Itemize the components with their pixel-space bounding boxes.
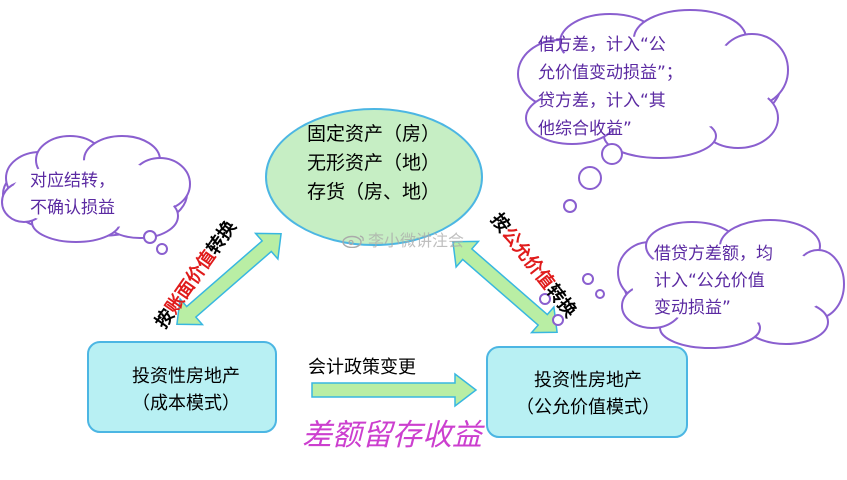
right-bubble-text: 借贷方差额，均 计入“公允价值 变动损益” [654,241,773,322]
left-box [87,341,277,433]
weibo-icon [342,235,364,248]
center-ellipse [265,108,483,246]
right-bubble-line-3: 变动损益” [654,298,731,318]
watermark: 李小微讲注会 [342,227,464,251]
top-right-thought-bubble [517,9,789,213]
center-node-text: 固定资产（房） 无形资产（地） 存货（房、地） [307,120,440,207]
policy-arrow [311,372,478,408]
right-thought-bubble [539,219,845,349]
right-node-text: 投资性房地产 （公允价值模式） [491,367,685,421]
top-right-bubble-text: 借方差，计入“公 允价值变动损益”； 贷方差，计入“其 他综合收益” [538,31,683,143]
left-bubble-line-2: 不确认损益 [30,198,115,218]
left-bubble-line-1: 对应结转， [30,171,115,191]
right-double-arrow [452,240,558,334]
right-bubble-line-1: 借贷方差额，均 [654,244,773,264]
top-right-bubble-line-1: 借方差，计入“公 [538,35,666,55]
center-line-3: 存货（房、地） [307,181,441,203]
top-right-bubble-line-2: 允价值变动损益”； [538,63,683,83]
left-node-line-1: 投资性房地产 [132,366,240,387]
top-right-bubble-line-4: 他综合收益” [538,119,632,139]
left-node-text: 投资性房地产 （成本模式） [92,363,280,417]
policy-change-label: 会计政策变更 [308,357,416,378]
watermark-text: 李小微讲注会 [368,231,465,250]
right-node-line-2: （公允价值模式） [516,397,660,418]
center-line-2: 无形资产（地） [307,152,441,174]
right-bubble-line-2: 计入“公允价值 [654,271,765,291]
left-node-line-2: （成本模式） [132,393,240,414]
left-bubble-text: 对应结转， 不确认损益 [30,168,115,222]
left-double-arrow [176,232,282,326]
left-thought-bubble [1,135,191,255]
right-node-line-1: 投资性房地产 [534,370,642,391]
retained-earnings-caption: 差额留存收益 [302,418,482,453]
right-box [486,346,688,438]
top-right-bubble-line-3: 贷方差，计入“其 [538,91,666,111]
center-line-1: 固定资产（房） [307,123,441,145]
